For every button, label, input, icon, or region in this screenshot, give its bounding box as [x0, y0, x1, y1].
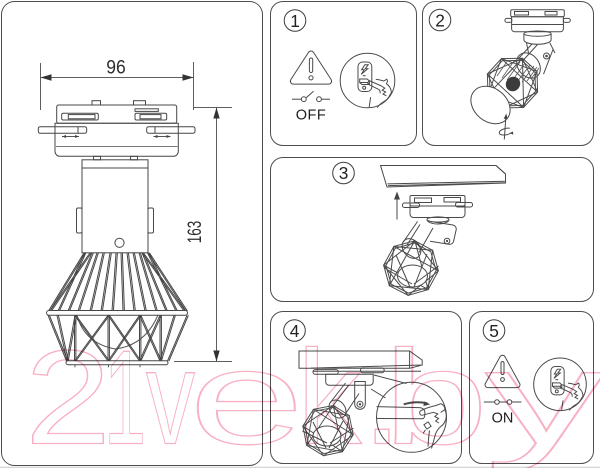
svg-text:1: 1	[290, 11, 300, 31]
svg-text:3: 3	[339, 163, 349, 183]
svg-text:OFF: OFF	[296, 108, 327, 124]
svg-text:y: y	[485, 324, 600, 468]
svg-text:96: 96	[106, 58, 126, 79]
svg-text:e: e	[189, 324, 304, 468]
svg-text:163: 163	[185, 221, 206, 244]
svg-text:5: 5	[489, 321, 499, 341]
svg-text:2: 2	[435, 10, 445, 30]
svg-text:.: .	[362, 324, 402, 468]
svg-text:v: v	[146, 324, 195, 468]
svg-text:k: k	[298, 324, 363, 468]
svg-text:ON: ON	[492, 411, 514, 427]
svg-text:b: b	[383, 324, 488, 468]
svg-text:4: 4	[290, 321, 300, 341]
svg-text:1: 1	[104, 324, 146, 468]
svg-text:2: 2	[25, 324, 111, 468]
